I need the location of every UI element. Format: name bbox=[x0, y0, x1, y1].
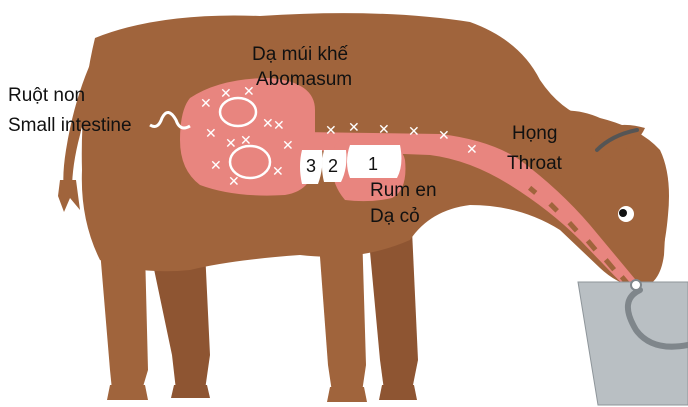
svg-text:✕: ✕ bbox=[240, 133, 252, 149]
svg-text:✕: ✕ bbox=[262, 116, 274, 132]
svg-text:✕: ✕ bbox=[282, 138, 294, 154]
svg-text:✕: ✕ bbox=[272, 164, 284, 180]
label-compartment-1: 1 bbox=[368, 154, 378, 174]
cow-leg-front-right bbox=[368, 230, 418, 390]
svg-text:✕: ✕ bbox=[220, 86, 232, 102]
svg-text:✕: ✕ bbox=[243, 84, 255, 100]
svg-text:✕: ✕ bbox=[205, 126, 217, 142]
label-throat-vi: Họng bbox=[512, 123, 557, 144]
hoof-1 bbox=[107, 385, 148, 400]
label-compartment-2: 2 bbox=[328, 156, 338, 176]
svg-text:✕: ✕ bbox=[225, 136, 237, 152]
label-abomasum-en: Abomasum bbox=[256, 69, 352, 90]
svg-text:✕: ✕ bbox=[228, 174, 240, 190]
svg-text:✕: ✕ bbox=[200, 96, 212, 112]
svg-text:✕: ✕ bbox=[325, 123, 337, 139]
hoof-3 bbox=[327, 387, 367, 402]
svg-text:✕: ✕ bbox=[348, 120, 360, 136]
cow-pupil bbox=[619, 209, 627, 217]
label-abomasum-vi: Dạ múi khế bbox=[252, 44, 349, 65]
hoof-2 bbox=[171, 385, 210, 398]
svg-text:✕: ✕ bbox=[210, 158, 222, 174]
label-rumen-en: Rum en bbox=[370, 180, 437, 201]
label-throat-en: Throat bbox=[507, 153, 563, 174]
svg-text:✕: ✕ bbox=[273, 118, 285, 134]
label-compartment-3: 3 bbox=[306, 156, 316, 176]
svg-text:✕: ✕ bbox=[438, 128, 450, 144]
bucket-handle-pin bbox=[631, 280, 641, 290]
label-rumen-vi: Dạ cỏ bbox=[370, 206, 420, 227]
svg-text:✕: ✕ bbox=[408, 124, 420, 140]
hoof-4 bbox=[379, 385, 417, 400]
cow-leg-back-left bbox=[100, 250, 148, 390]
svg-text:✕: ✕ bbox=[466, 142, 478, 158]
svg-text:✕: ✕ bbox=[378, 122, 390, 138]
label-small-intestine-en: Small intestine bbox=[8, 115, 132, 136]
cow-tail-tuft bbox=[58, 180, 80, 212]
bucket bbox=[578, 282, 688, 405]
label-small-intestine-vi: Ruột non bbox=[8, 85, 85, 106]
